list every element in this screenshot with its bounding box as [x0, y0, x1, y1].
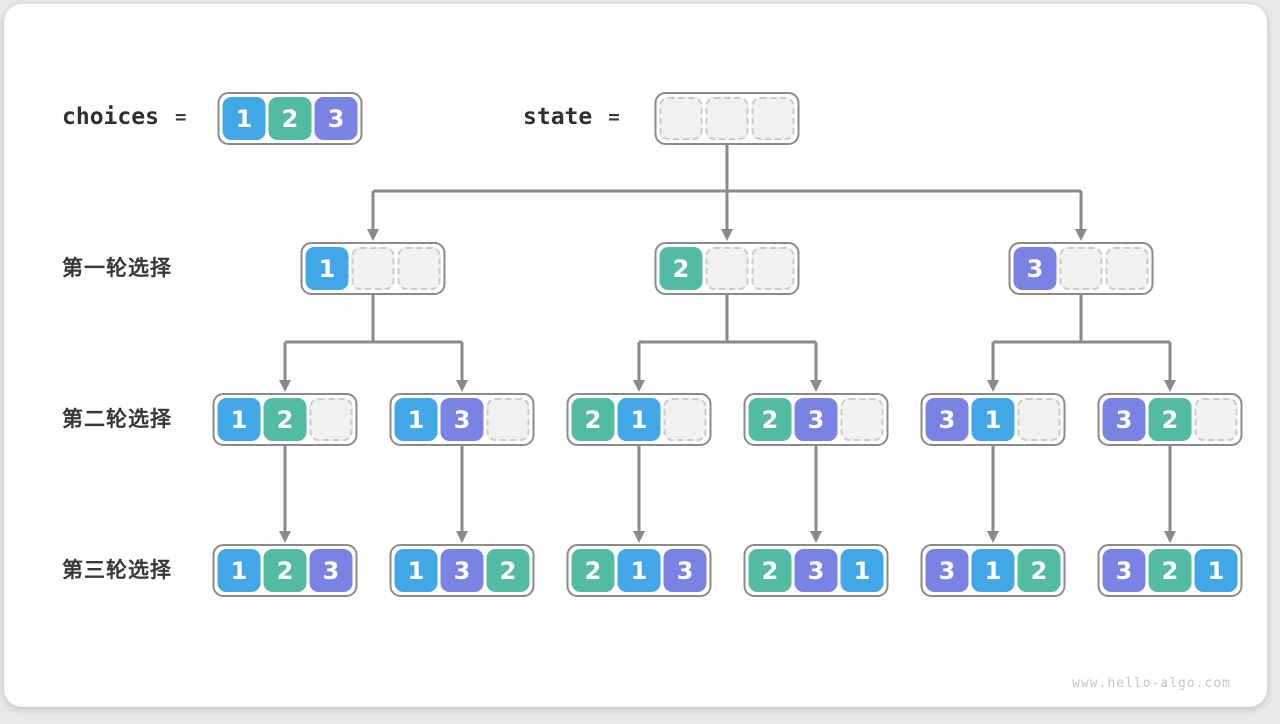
cell	[397, 247, 441, 290]
tree-connectors	[279, 141, 1176, 543]
cell: 2	[748, 549, 792, 592]
cell: 1	[840, 549, 884, 592]
cell: 3	[663, 549, 707, 592]
state-label-group: state =	[523, 92, 620, 142]
cell: 1	[1194, 549, 1238, 592]
state-label: state	[523, 104, 593, 130]
cell	[351, 247, 395, 290]
state-slot	[751, 97, 795, 140]
cell: 1	[971, 398, 1015, 441]
cell	[1017, 398, 1061, 441]
cell: 3	[309, 549, 353, 592]
tree-node-r2-3: 2 1	[566, 393, 712, 446]
cell: 3	[1102, 398, 1146, 441]
cell: 2	[1148, 398, 1192, 441]
tree-node-r2-1: 1 2	[212, 393, 358, 446]
tree-node-r1-3: 3	[1008, 242, 1154, 295]
tree-node-r1-2: 2	[654, 242, 800, 295]
cell: 3	[440, 398, 484, 441]
round3-label: 第三轮选择	[62, 559, 172, 582]
tree-node-r2-4: 2 3	[743, 393, 889, 446]
choices-cell: 3	[314, 97, 358, 140]
cell: 2	[486, 549, 530, 592]
tree-node-r3-3: 2 1 3	[566, 544, 712, 597]
cell: 1	[617, 549, 661, 592]
cell: 1	[305, 247, 349, 290]
cell: 3	[925, 549, 969, 592]
cell: 1	[394, 398, 438, 441]
tree-node-r3-1: 1 2 3	[212, 544, 358, 597]
cell	[1194, 398, 1238, 441]
tree-node-r2-5: 3 1	[920, 393, 1066, 446]
diagram-card: choices = 1 2 3 state = 第一轮选择 第二轮选择 第三轮选…	[4, 4, 1267, 707]
cell: 1	[394, 549, 438, 592]
watermark: www.hello-algo.com	[1072, 676, 1231, 691]
cell: 2	[571, 549, 615, 592]
state-array	[654, 92, 800, 145]
cell: 1	[971, 549, 1015, 592]
tree-node-r2-2: 1 3	[389, 393, 535, 446]
tree-node-r2-6: 3 2	[1097, 393, 1243, 446]
state-slot	[659, 97, 703, 140]
state-equals: =	[608, 106, 620, 128]
cell: 2	[659, 247, 703, 290]
tree-node-r3-6: 3 2 1	[1097, 544, 1243, 597]
choices-label: choices	[62, 104, 159, 130]
cell	[309, 398, 353, 441]
tree-node-r1-1: 1	[300, 242, 446, 295]
cell: 3	[794, 398, 838, 441]
cell	[840, 398, 884, 441]
cell: 1	[217, 549, 261, 592]
cell: 3	[925, 398, 969, 441]
cell: 3	[1102, 549, 1146, 592]
cell: 3	[794, 549, 838, 592]
round1-label: 第一轮选择	[62, 257, 172, 280]
choices-cell: 2	[268, 97, 312, 140]
choices-label-group: choices =	[62, 92, 186, 142]
cell: 3	[440, 549, 484, 592]
cell: 1	[617, 398, 661, 441]
tree-node-r3-5: 3 1 2	[920, 544, 1066, 597]
tree-node-r3-4: 2 3 1	[743, 544, 889, 597]
tree-node-r3-2: 1 3 2	[389, 544, 535, 597]
round2-label: 第二轮选择	[62, 408, 172, 431]
choices-cell: 1	[222, 97, 266, 140]
cell: 2	[571, 398, 615, 441]
cell	[1059, 247, 1103, 290]
cell	[1105, 247, 1149, 290]
cell	[705, 247, 749, 290]
cell	[486, 398, 530, 441]
cell: 2	[263, 549, 307, 592]
cell: 2	[1148, 549, 1192, 592]
cell	[663, 398, 707, 441]
state-slot	[705, 97, 749, 140]
cell: 2	[1017, 549, 1061, 592]
cell: 2	[263, 398, 307, 441]
cell	[751, 247, 795, 290]
cell: 3	[1013, 247, 1057, 290]
cell: 1	[217, 398, 261, 441]
choices-array: 1 2 3	[217, 92, 363, 145]
choices-equals: =	[174, 106, 187, 128]
cell: 2	[748, 398, 792, 441]
